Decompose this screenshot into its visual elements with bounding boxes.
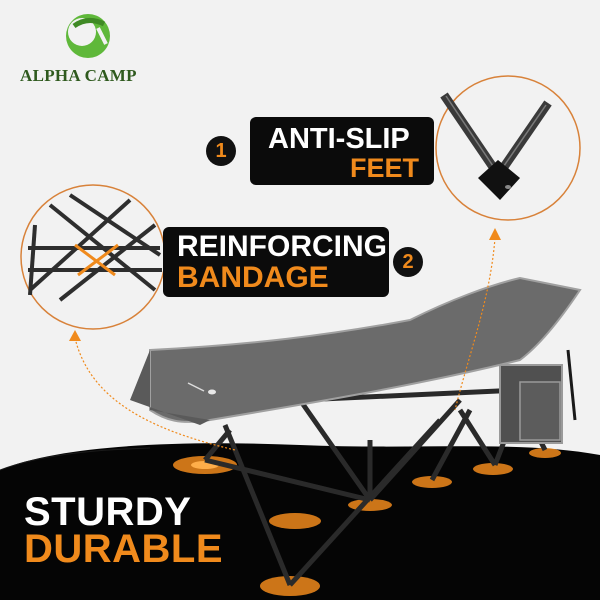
headline-line1: STURDY	[24, 490, 192, 534]
reinforcing-bandage-icon	[74, 243, 119, 277]
brand-logo: ALPHA CAMP	[8, 8, 168, 86]
feature-title-line1: ANTI-SLIP	[268, 123, 410, 155]
feature-badge-reinforcing-bandage: REINFORCING BANDAGE	[163, 227, 389, 297]
foot-highlights	[173, 448, 561, 596]
alpha-camp-logo-icon	[66, 14, 110, 58]
feature-title-line1: REINFORCING	[177, 230, 387, 263]
feature-title-line2: FEET	[350, 153, 420, 183]
anti-slip-foot-icon	[478, 160, 520, 200]
brand-name: ALPHA CAMP	[20, 66, 137, 85]
headline-line2: DURABLE	[24, 527, 224, 571]
cot-fabric	[149, 276, 582, 423]
cot-frame	[203, 387, 548, 587]
feature-number-1: 1	[206, 136, 236, 166]
feature-badge-anti-slip-feet: ANTI-SLIP FEET	[250, 117, 434, 185]
feature-title-line2: BANDAGE	[177, 261, 329, 294]
feature-number-2: 2	[393, 247, 423, 277]
